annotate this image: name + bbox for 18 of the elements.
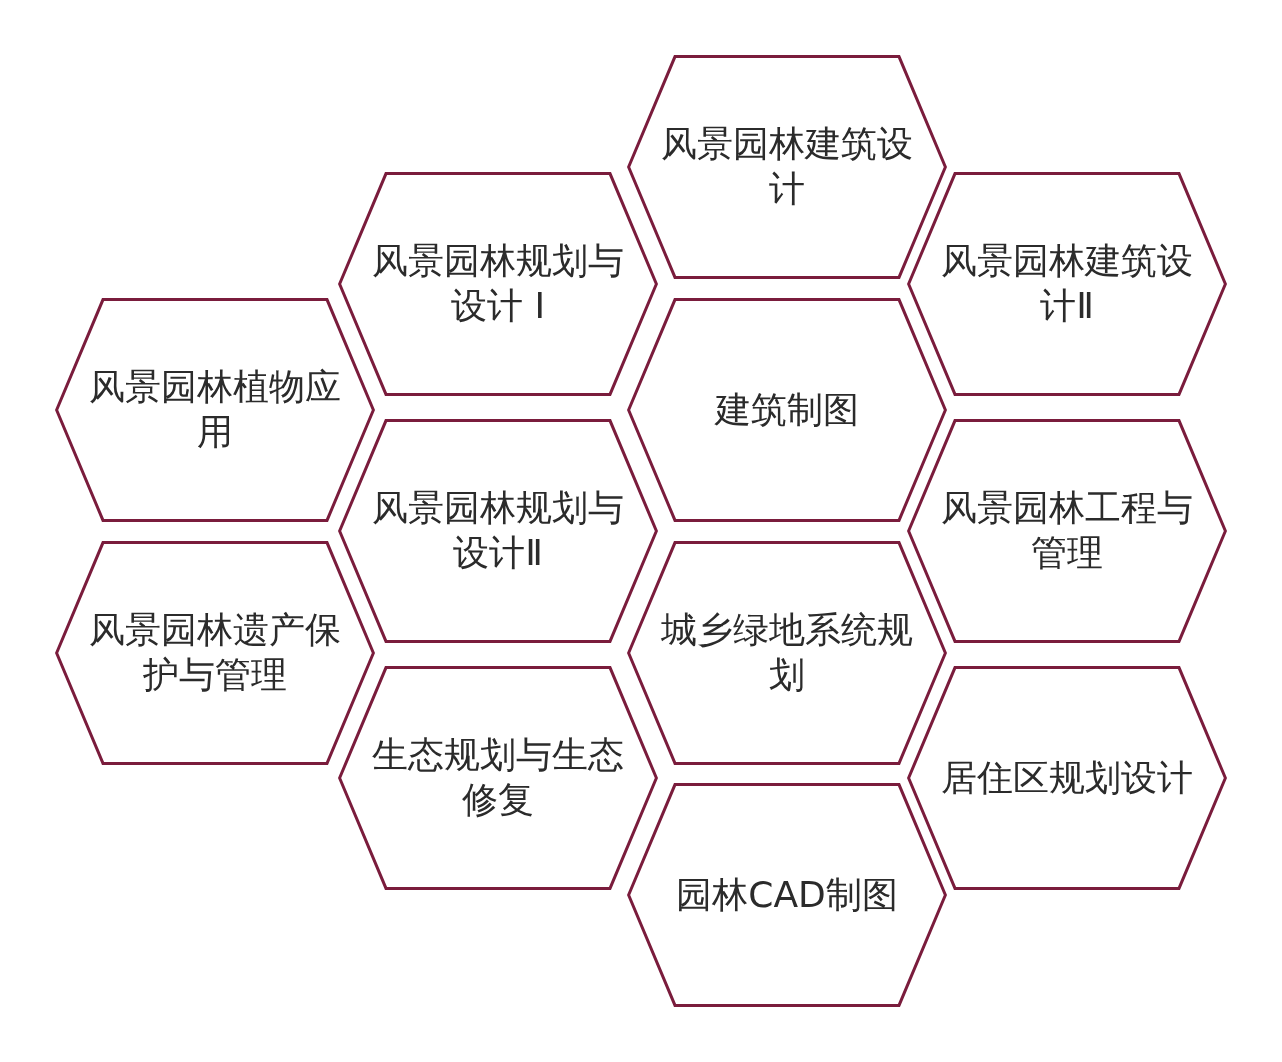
course-name: 风景园林规划与设计 Ⅰ bbox=[371, 239, 625, 328]
course-name: 风景园林建筑设计Ⅱ bbox=[940, 239, 1194, 328]
course-name: 园林CAD制图 bbox=[676, 872, 898, 917]
course-name: 风景园林植物应用 bbox=[88, 365, 342, 454]
course-name: 建筑制图 bbox=[715, 387, 859, 432]
course-name: 城乡绿地系统规划 bbox=[660, 608, 914, 697]
hexagon-node bbox=[907, 172, 1227, 396]
course-name: 风景园林规划与设计Ⅱ bbox=[371, 486, 625, 575]
hexagon-node bbox=[55, 298, 375, 522]
hexagon-node bbox=[338, 419, 658, 643]
course-name: 风景园林遗产保护与管理 bbox=[88, 608, 342, 697]
course-name: 风景园林工程与管理 bbox=[940, 486, 1194, 575]
hexagon-node bbox=[907, 666, 1227, 890]
course-name: 生态规划与生态修复 bbox=[371, 733, 625, 822]
course-name: 居住区规划设计 bbox=[941, 755, 1193, 800]
hexagon-node bbox=[338, 666, 658, 890]
hexagon-node bbox=[338, 172, 658, 396]
course-name: 风景园林建筑设计 bbox=[660, 122, 914, 211]
